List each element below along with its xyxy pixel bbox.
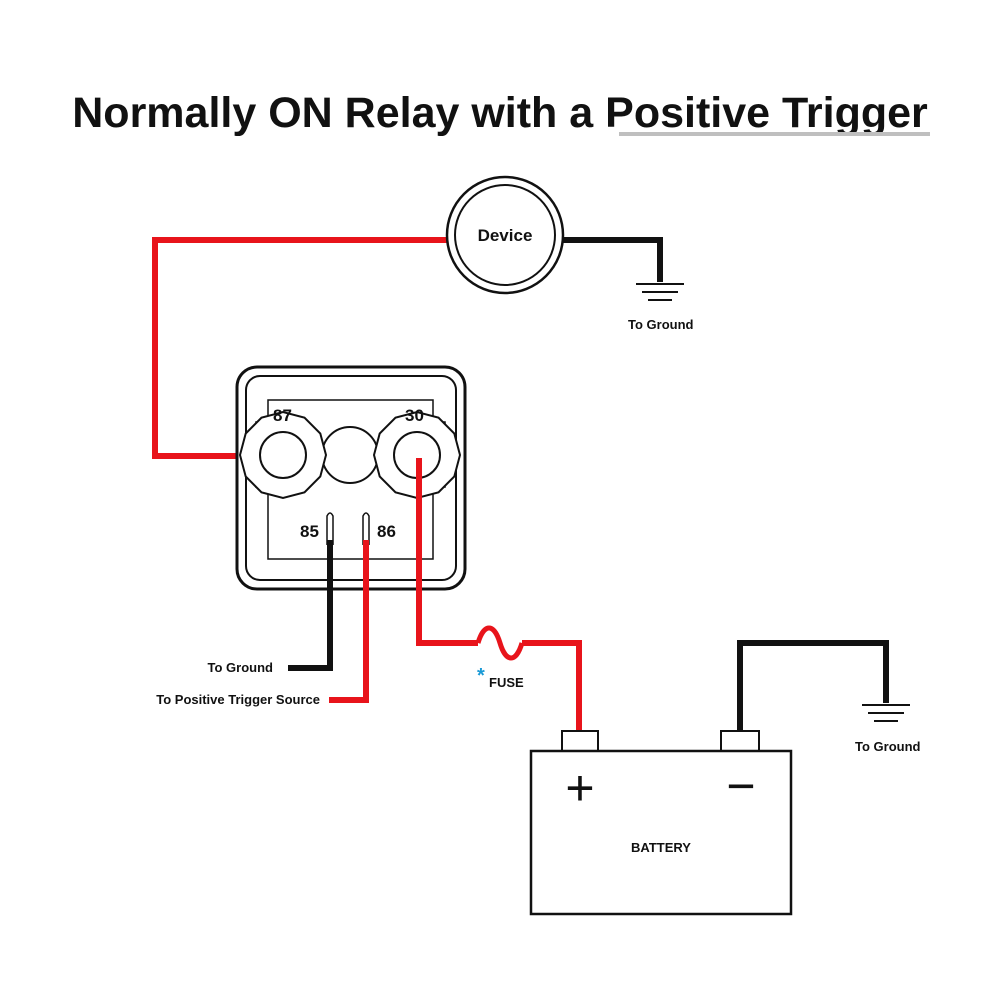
pin-86-label: 86 — [377, 522, 396, 541]
wire-30-to-fuse — [416, 458, 478, 646]
pin-30-label: 30 — [405, 406, 424, 425]
fuse-asterisk: * — [477, 665, 485, 687]
fuse-label: FUSE — [489, 675, 524, 690]
wire-87-to-device — [152, 237, 447, 459]
device-ground-symbol — [636, 283, 684, 301]
wire-device-to-ground — [562, 237, 663, 282]
title-prefix: Normally ON Relay with a — [72, 89, 605, 137]
battery-ground-symbol — [862, 704, 910, 722]
battery-body — [529, 749, 793, 916]
battery-negative-sign: − — [726, 758, 755, 814]
device-ground-label: To Ground — [628, 317, 694, 332]
terminal-87-post — [259, 431, 307, 479]
title-group: Normally ON Relay with a Positive Trigge… — [72, 89, 930, 137]
relay-ground-label: To Ground — [208, 660, 274, 675]
device: Device — [445, 175, 565, 295]
battery-positive-sign: + — [565, 760, 594, 816]
wire-86-to-trigger — [329, 540, 369, 703]
title-highlight: Positive Trigger — [605, 89, 928, 137]
pin-86-blade — [362, 512, 370, 545]
device-inner-ring — [454, 184, 556, 286]
wire-fuse-to-battery — [522, 640, 582, 732]
diagram-title: Normally ON Relay with a Positive Trigge… — [72, 89, 928, 137]
battery-negative-terminal — [720, 730, 760, 752]
trigger-source-label: To Positive Trigger Source — [156, 692, 320, 707]
device-label: Device — [478, 226, 533, 245]
battery: + − BATTERY — [529, 730, 793, 916]
relay-center-hole — [321, 426, 379, 484]
battery-label: BATTERY — [631, 840, 691, 855]
wire-battery-to-ground — [737, 640, 889, 731]
terminal-87 — [238, 410, 328, 500]
pin-85-blade — [326, 512, 334, 545]
battery-ground-label: To Ground — [855, 739, 921, 754]
fuse-symbol — [475, 625, 525, 661]
battery-positive-terminal — [561, 730, 599, 752]
pin-85-label: 85 — [300, 522, 319, 541]
pin-87-label: 87 — [273, 406, 292, 425]
relay: 87 30 85 86 — [235, 365, 467, 591]
terminal-30 — [372, 410, 462, 500]
wire-85-to-ground — [288, 540, 333, 671]
